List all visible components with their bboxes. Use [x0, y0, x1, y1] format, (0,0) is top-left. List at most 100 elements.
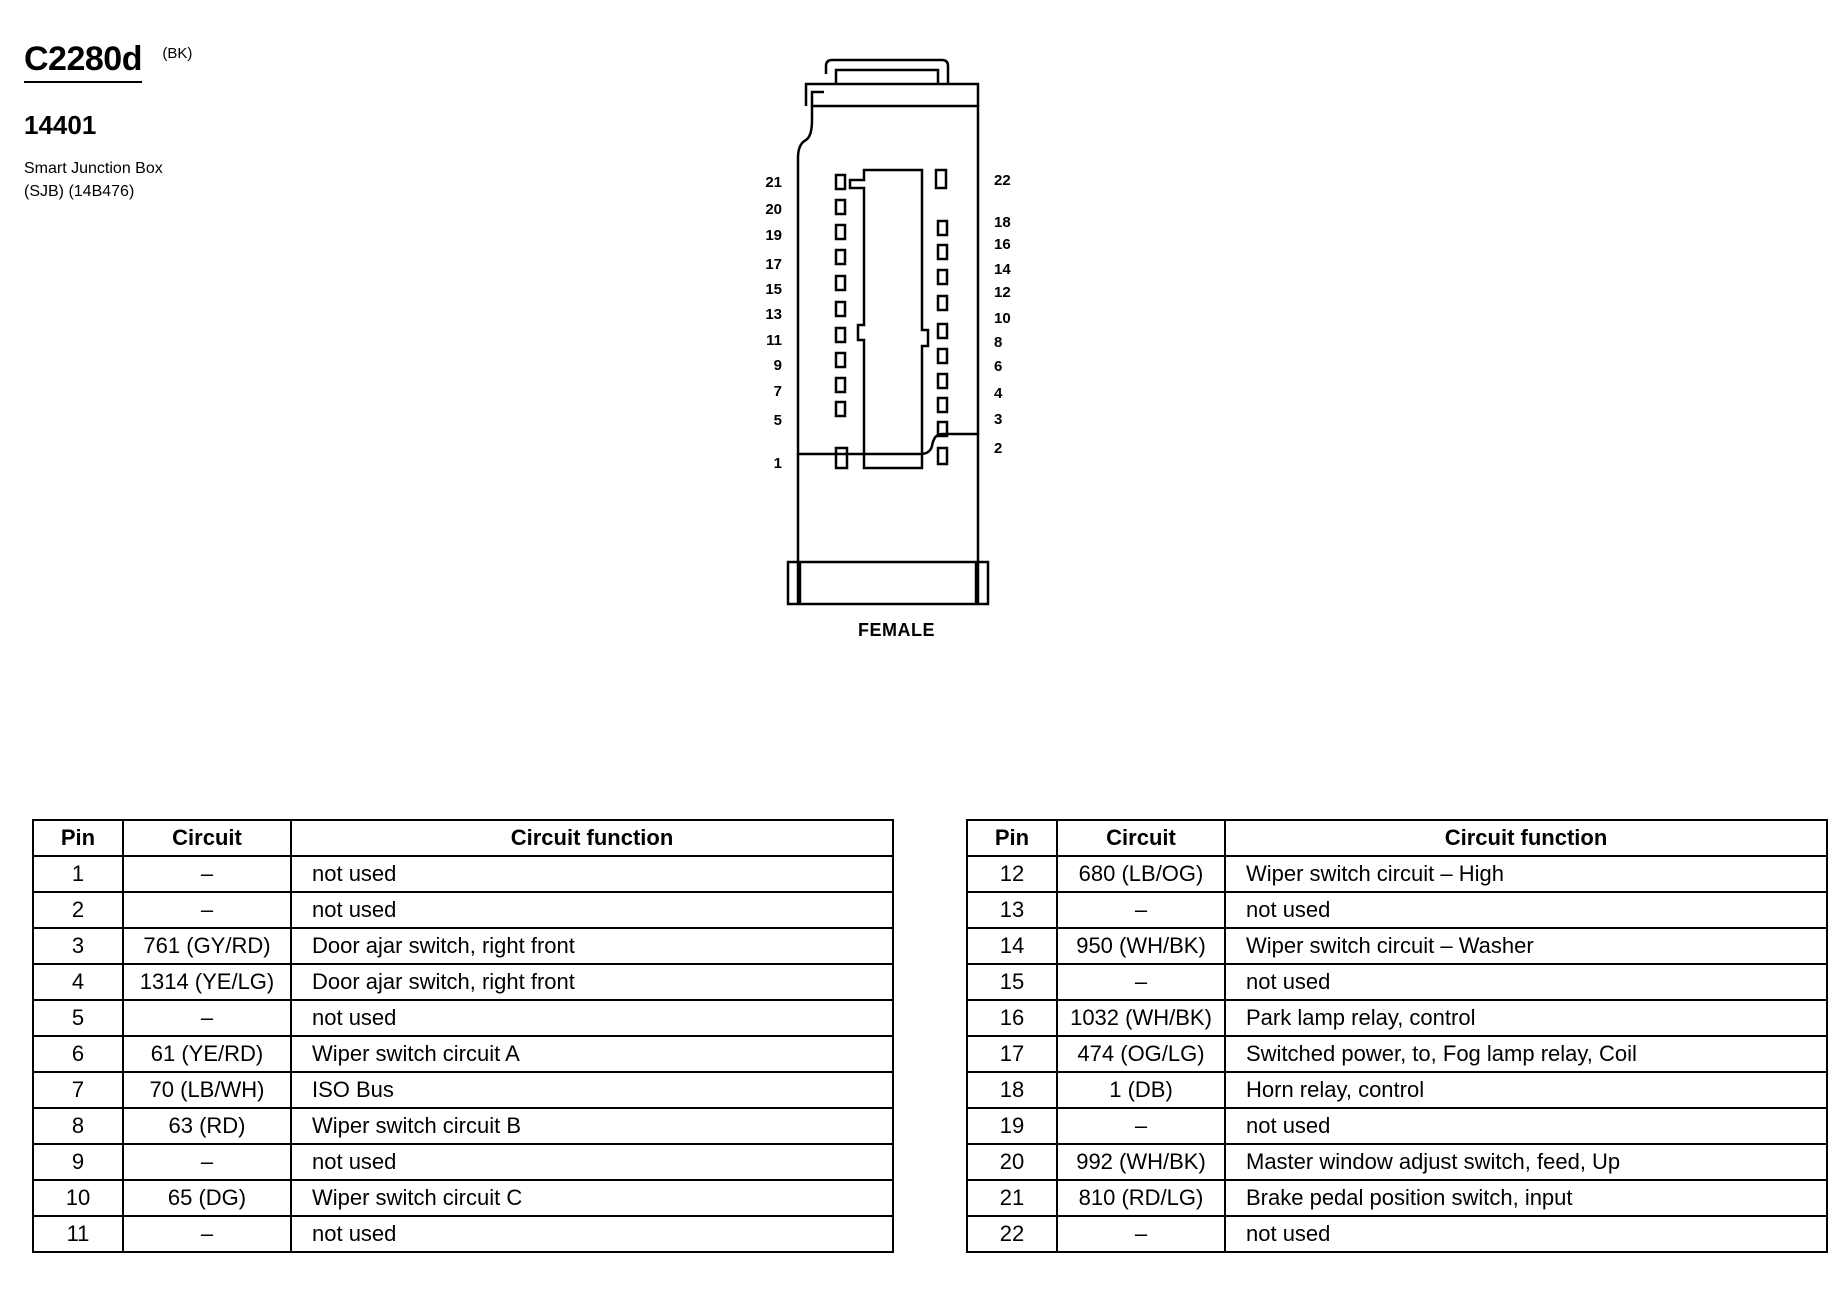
circuit-cell: 1 (DB)	[1056, 1071, 1226, 1109]
function-cell: Door ajar switch, right front	[290, 927, 894, 965]
pinout-table-left: Pin Circuit Circuit function 1–not used …	[32, 819, 894, 1253]
pin-cell: 22	[966, 1215, 1058, 1253]
function-cell: not used	[1224, 963, 1828, 1001]
function-cell: Brake pedal position switch, input	[1224, 1179, 1828, 1217]
pin-label-17: 17	[765, 256, 782, 273]
circuit-cell: 680 (LB/OG)	[1056, 855, 1226, 893]
pin-column-header: Pin	[32, 819, 124, 857]
circuit-cell: –	[122, 1143, 292, 1181]
pin-cell: 7	[32, 1071, 124, 1109]
function-cell: Wiper switch circuit A	[290, 1035, 894, 1073]
connector-header: C2280d (BK)	[24, 40, 192, 83]
pin-label-11: 11	[766, 332, 782, 349]
pin-cell: 10	[32, 1179, 124, 1217]
pin-label-2: 2	[994, 440, 1002, 457]
table-header-row: Pin Circuit Circuit function	[32, 819, 894, 857]
function-cell: Wiper switch circuit – Washer	[1224, 927, 1828, 965]
right-pin-labels: 22 18 16 14 12 10 8 6 4 3 2	[994, 172, 1011, 457]
pin-label-18: 18	[994, 214, 1011, 231]
circuit-cell: 1314 (YE/LG)	[122, 963, 292, 1001]
connector-id: C2280d	[24, 40, 142, 83]
function-cell: Park lamp relay, control	[1224, 999, 1828, 1037]
pin-cell: 13	[966, 891, 1058, 929]
table-row: 22–not used	[966, 1215, 1828, 1253]
circuit-cell: –	[122, 999, 292, 1037]
circuit-cell: 950 (WH/BK)	[1056, 927, 1226, 965]
pin-label-10: 10	[994, 310, 1011, 327]
pin-cell: 6	[32, 1035, 124, 1073]
pin-label-1: 1	[774, 455, 782, 472]
pin-cell: 5	[32, 999, 124, 1037]
pin-label-6: 6	[994, 358, 1002, 375]
function-cell: Switched power, to, Fog lamp relay, Coil	[1224, 1035, 1828, 1073]
pin-cell: 9	[32, 1143, 124, 1181]
pin-label-8: 8	[994, 334, 1002, 351]
function-cell: Wiper switch circuit – High	[1224, 855, 1828, 893]
pin-label-7: 7	[774, 383, 782, 400]
circuit-cell: –	[1056, 1107, 1226, 1145]
pin-cell: 16	[966, 999, 1058, 1037]
circuit-column-header: Circuit	[122, 819, 292, 857]
circuit-cell: 65 (DG)	[122, 1179, 292, 1217]
function-cell: not used	[290, 1215, 894, 1253]
table-row: 11–not used	[32, 1215, 894, 1253]
pin-label-22: 22	[994, 172, 1011, 189]
circuit-cell: 761 (GY/RD)	[122, 927, 292, 965]
pin-label-19: 19	[765, 227, 782, 244]
function-cell: ISO Bus	[290, 1071, 894, 1109]
circuit-cell: 63 (RD)	[122, 1107, 292, 1145]
pin-column-header: Pin	[966, 819, 1058, 857]
function-cell: Horn relay, control	[1224, 1071, 1828, 1109]
circuit-cell: –	[1056, 891, 1226, 929]
pin-cell: 19	[966, 1107, 1058, 1145]
circuit-cell: 810 (RD/LG)	[1056, 1179, 1226, 1217]
connector-color-code: (BK)	[162, 45, 193, 62]
table-header-row: Pin Circuit Circuit function	[966, 819, 1828, 857]
pin-label-9: 9	[774, 357, 782, 374]
description-line-2: (SJB) (14B476)	[24, 183, 135, 200]
function-cell: not used	[290, 855, 894, 893]
pin-label-3: 3	[994, 411, 1002, 428]
function-cell: Door ajar switch, right front	[290, 963, 894, 1001]
function-cell: not used	[1224, 1107, 1828, 1145]
pin-cell: 20	[966, 1143, 1058, 1181]
function-cell: not used	[290, 1143, 894, 1181]
pin-label-20: 20	[765, 201, 782, 218]
pin-cell: 8	[32, 1107, 124, 1145]
pin-cell: 14	[966, 927, 1058, 965]
description-line-1: Smart Junction Box	[24, 160, 163, 177]
circuit-cell: 70 (LB/WH)	[122, 1071, 292, 1109]
table-row: 5–not used	[32, 999, 894, 1037]
circuit-cell: 1032 (WH/BK)	[1056, 999, 1226, 1037]
function-cell: Master window adjust switch, feed, Up	[1224, 1143, 1828, 1181]
table-row: 9–not used	[32, 1143, 894, 1181]
function-column-header: Circuit function	[1224, 819, 1828, 857]
circuit-cell: –	[122, 855, 292, 893]
connector-face-diagram: 21 20 19 17 15 13 11 9 7 5 1 22 18 16 14…	[765, 58, 1011, 606]
function-cell: not used	[290, 999, 894, 1037]
function-cell: Wiper switch circuit C	[290, 1179, 894, 1217]
function-column-header: Circuit function	[290, 819, 894, 857]
circuit-cell: 61 (YE/RD)	[122, 1035, 292, 1073]
pin-label-14: 14	[994, 261, 1011, 278]
circuit-cell: –	[1056, 963, 1226, 1001]
table-row: 15–not used	[966, 963, 1828, 1001]
pin-cell: 12	[966, 855, 1058, 893]
pin-label-16: 16	[994, 236, 1011, 253]
pin-cell: 21	[966, 1179, 1058, 1217]
pin-cell: 15	[966, 963, 1058, 1001]
left-pin-cavities	[834, 173, 849, 470]
table-row: 1–not used	[32, 855, 894, 893]
circuit-cell: –	[122, 891, 292, 929]
pin-cell: 11	[32, 1215, 124, 1253]
table-row: 19–not used	[966, 1107, 1828, 1145]
